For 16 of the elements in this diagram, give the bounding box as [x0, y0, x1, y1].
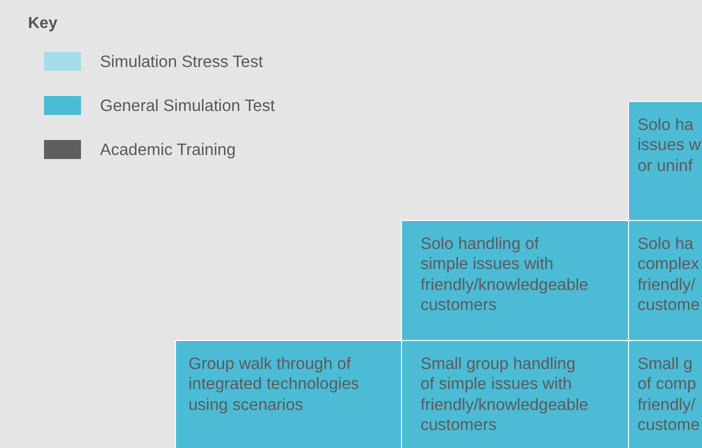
step-description: Solo handling of simple issues with friendly/knowledgeable customers [420, 234, 590, 316]
legend-label: General Simulation Test [100, 96, 275, 116]
stage-box [401, 220, 630, 342]
stage-box [628, 340, 702, 448]
stage-box [401, 340, 630, 448]
step-description: Solo ha complex friendly/ custome [638, 234, 701, 316]
legend-title: Key [28, 14, 58, 34]
stage-box [175, 340, 403, 448]
step-description: Solo ha issues w or uninf [638, 114, 702, 176]
step-description: Small group handling of simple issues with friendly/knowledgeable customers [420, 354, 590, 436]
stage-box [628, 101, 702, 222]
stage-box [628, 220, 702, 342]
step-description: Small g of comp friendly/ custome [638, 354, 701, 436]
legend-label: Academic Training [100, 140, 236, 160]
legend-label: Simulation Stress Test [100, 52, 263, 72]
step-description: Group walk through of integrated technologies using scenarios [188, 354, 360, 415]
